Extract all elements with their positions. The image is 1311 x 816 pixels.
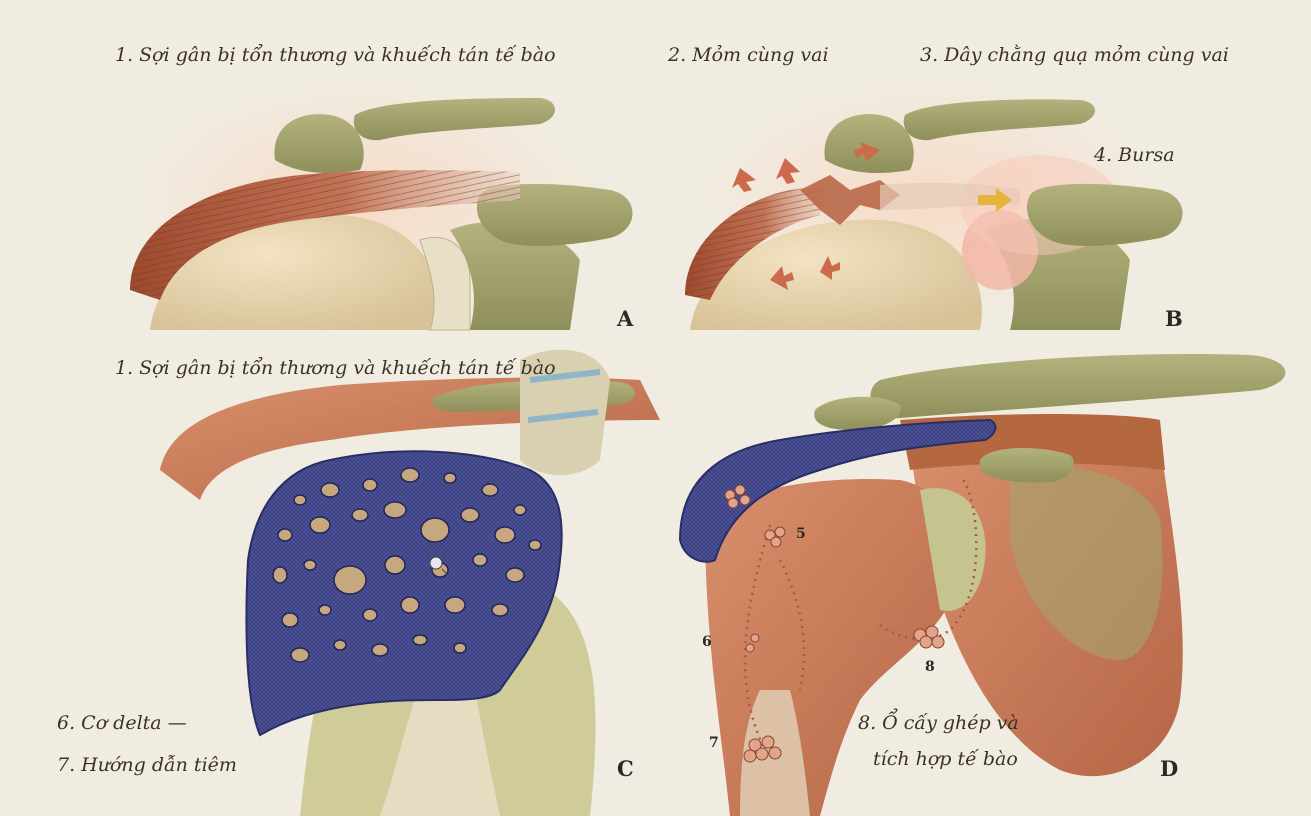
scaffold-pores [272,467,542,663]
deltoid-label: 6. Cơ delta — [57,712,187,734]
panel-letter-d: D [1160,756,1179,781]
bursa-label: 4. Bursa [1094,144,1175,166]
injection-guide-label: 7. Hướng dẫn tiêm [57,754,237,776]
marker-7: 7 [709,735,719,751]
marker-8: 8 [925,659,935,675]
panel-b-drawing [685,80,1183,330]
tendon-damage-label-a: 1. Sợi gân bị tổn thương và khuếch tán t… [115,44,556,66]
tendon-scaffold [678,418,997,563]
stress-arrows [732,142,880,290]
panel-d-drawing [678,354,1286,816]
cell-clusters [724,484,945,763]
marker-6: 6 [702,634,712,650]
tendon-damage-label-c: 1. Sợi gân bị tổn thương và khuếch tán t… [115,357,556,379]
graft-label-line2: tích hợp tế bào [873,748,1018,770]
panel-a-drawing [130,80,633,331]
acromion-label: 2. Mỏm cùng vai [668,44,829,66]
graft-label-line1: 8. Ổ cấy ghép và [858,712,1019,734]
panel-letter-c: C [617,756,634,781]
yellow-arrow [978,188,1012,212]
ligament-label: 3. Dây chằng quạ mỏm cùng vai [920,44,1229,66]
marker-5: 5 [796,526,806,542]
panel-c-drawing [160,349,660,816]
panel-letter-b: B [1165,306,1183,331]
stem-cell-icon [423,550,449,576]
panel-letter-a: A [617,306,634,331]
